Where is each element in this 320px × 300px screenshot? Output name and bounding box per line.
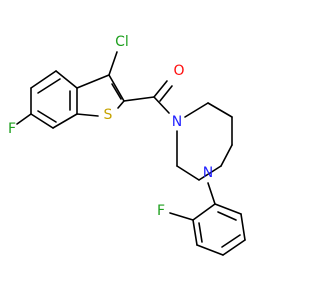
bond [196,244,224,256]
bond [55,70,78,89]
atom-f-phenyl: F [157,203,165,219]
bond [207,182,216,205]
atom-f-benzothiophene: F [8,121,16,137]
bond [169,212,194,221]
bond [217,211,237,221]
bond [30,113,54,129]
bond [176,165,200,181]
bond [37,78,61,94]
bond [111,83,122,100]
bond [192,203,216,221]
bond [222,239,246,256]
bond [30,70,57,89]
bond [108,74,125,102]
bond [220,144,233,167]
bond [117,100,125,109]
atom-labels: Cl O S F N N F [8,34,213,219]
bond [108,51,118,76]
molecule-structure: Cl O S F N N F [8,34,246,256]
bond [184,102,209,118]
atom-cl: Cl [115,34,129,50]
bond [52,113,78,129]
atom-o: O [173,63,184,79]
atom-n-piperazine-4: N [203,165,213,181]
bond [76,74,110,89]
atom-n-piperazine-1: N [172,114,182,130]
bond [198,165,222,181]
bond [153,80,168,98]
bond [123,96,155,102]
bond [153,96,170,114]
bond [16,113,32,125]
bond [37,110,57,123]
bond [198,222,203,243]
atom-s: S [104,107,113,123]
bond [76,113,99,117]
bond [221,234,241,248]
bond [207,102,233,118]
bond [192,219,198,246]
bond [214,203,242,215]
bond [240,213,246,241]
bond [159,85,173,102]
bond-lines [16,51,246,256]
